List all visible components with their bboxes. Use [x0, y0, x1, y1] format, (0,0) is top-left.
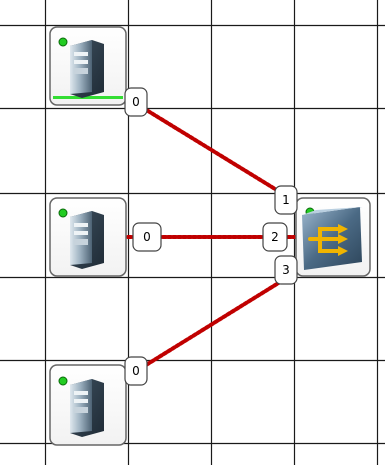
link-host-bottom-switch[interactable]: [136, 272, 295, 372]
switch-node[interactable]: [295, 197, 371, 277]
selection-bar: [53, 96, 123, 99]
port-label: 3: [282, 263, 290, 277]
port-label: 0: [132, 364, 140, 378]
host-node-top[interactable]: [49, 26, 127, 106]
port-badge-frame: [274, 255, 298, 285]
port-badge-host-bottom-0[interactable]: 0: [124, 356, 148, 386]
server-tower-icon: [70, 379, 104, 437]
port-badge-switch-1[interactable]: 1: [274, 185, 298, 215]
port-badge-host-middle-0[interactable]: 0: [132, 222, 162, 252]
port-badge-switch-2[interactable]: 2: [262, 222, 288, 252]
port-badge-frame: [124, 87, 148, 117]
port-label: 1: [282, 193, 290, 207]
status-led-icon: [58, 208, 68, 218]
port-badge-frame: [132, 222, 162, 252]
port-label: 0: [132, 95, 140, 109]
host-node-middle[interactable]: [49, 197, 127, 277]
server-tower-icon: [70, 211, 104, 269]
switch-arrows-icon: [302, 207, 362, 270]
port-badges: 0 1 0 2 0 3: [124, 87, 298, 386]
status-led-icon: [58, 37, 68, 47]
port-badge-frame: [274, 185, 298, 215]
port-badge-frame: [262, 222, 288, 252]
server-tower-icon: [70, 40, 104, 98]
host-node-bottom[interactable]: [49, 364, 127, 446]
port-badge-host-top-0[interactable]: 0: [124, 87, 148, 117]
status-led-icon: [58, 376, 68, 386]
port-label: 0: [143, 230, 151, 244]
port-badge-frame: [124, 356, 148, 386]
port-badge-switch-3[interactable]: 3: [274, 255, 298, 285]
link-host-top-switch[interactable]: [133, 101, 295, 202]
port-label: 2: [271, 230, 279, 244]
